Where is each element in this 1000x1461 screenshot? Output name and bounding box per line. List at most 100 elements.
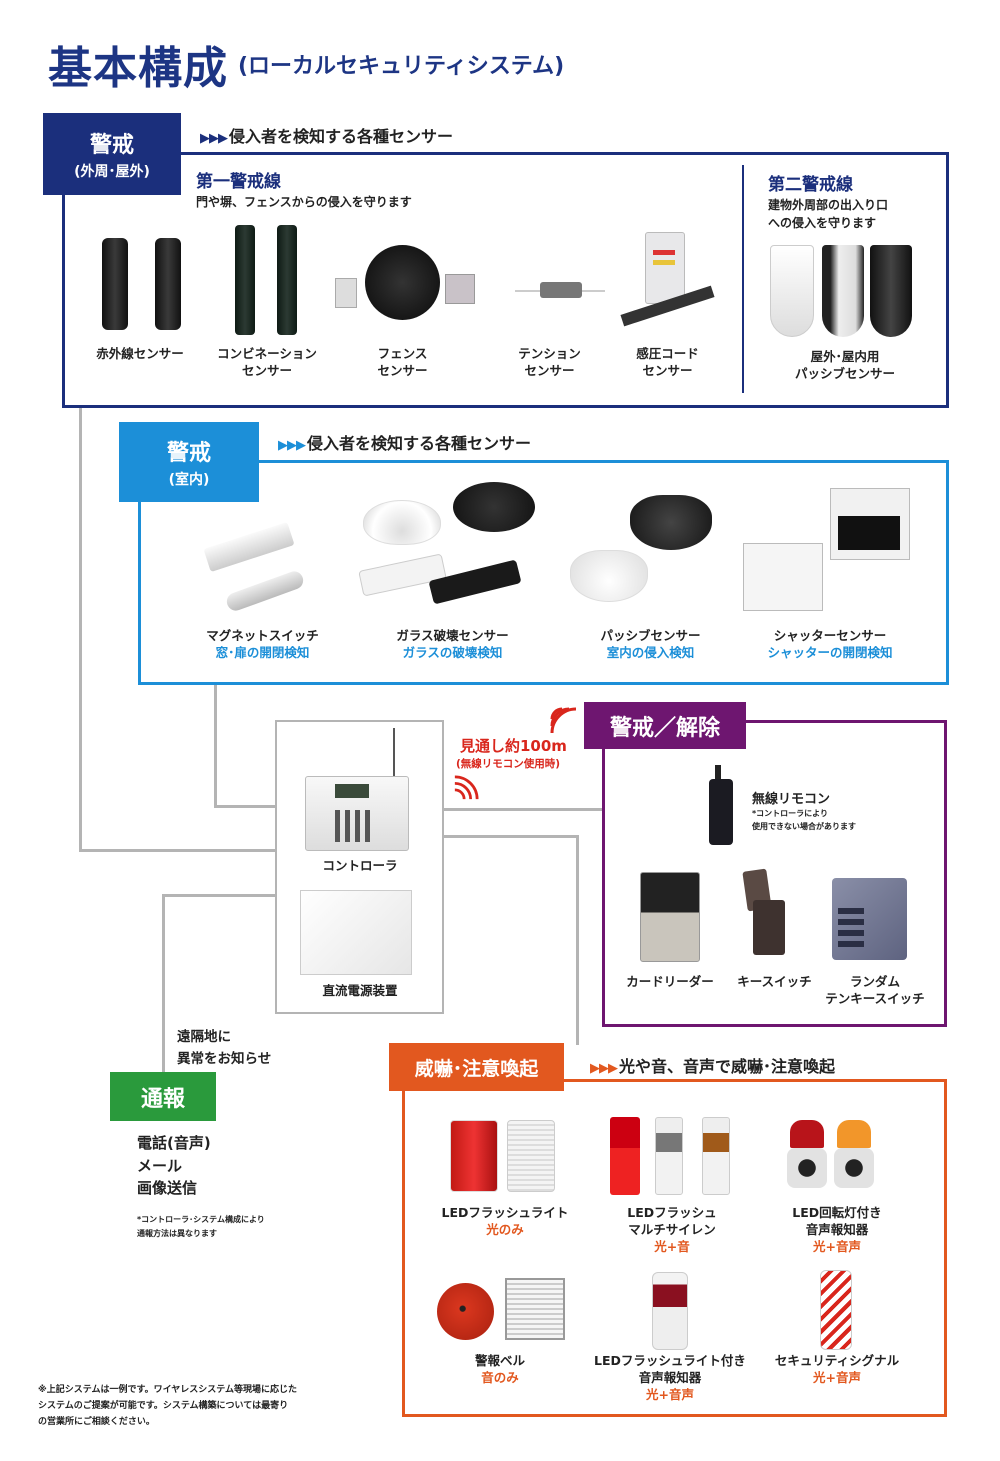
pressure-cord-sensor-image xyxy=(620,232,715,327)
wireless-signal-icon xyxy=(454,775,479,800)
product-name: ガラス破壊センサー xyxy=(396,628,509,643)
divider xyxy=(742,165,744,393)
connector-line xyxy=(162,894,276,897)
product-desc: ガラスの破壊検知 xyxy=(402,644,503,660)
wireless-signal-icon xyxy=(550,707,577,734)
second-line-desc: 建物外周部の出入り口 への侵入を守ります xyxy=(768,198,889,230)
connector-line xyxy=(443,835,579,838)
product-desc: 光+音声 xyxy=(813,1238,861,1254)
product-desc: シャッターの開閉検知 xyxy=(767,644,893,660)
product-label: 警報ベル音のみ xyxy=(440,1353,560,1387)
product-label: パッシブセンサー室内の侵入検知 xyxy=(578,628,723,662)
product-name: セキュリティシグナル xyxy=(774,1353,900,1368)
outdoor-header: ▶▶▶侵入者を検知する各種センサー xyxy=(200,123,453,147)
product-label: LED回転灯付き 音声報知器光+音声 xyxy=(762,1205,912,1256)
alert-label: 威嚇･注意喚起 xyxy=(389,1043,564,1091)
indoor-header: ▶▶▶侵入者を検知する各種センサー xyxy=(278,430,531,454)
product-name: LEDフラッシュライト付き 音声報知器 xyxy=(594,1353,746,1385)
product-name: LEDフラッシュライト xyxy=(441,1205,569,1220)
power-supply-label: 直流電源装置 xyxy=(322,983,398,998)
wireless-remote-image xyxy=(705,765,735,853)
alert-panel xyxy=(402,1079,947,1417)
first-line-desc: 門や塀、フェンスからの侵入を守ります xyxy=(196,195,412,209)
notify-method: 電話(音声) xyxy=(137,1134,211,1152)
alert-header: ▶▶▶光や音、音声で威嚇･注意喚起 xyxy=(590,1053,835,1077)
alarm-bell-image xyxy=(437,1278,567,1348)
connector-line xyxy=(79,407,82,852)
random-keypad-image xyxy=(832,878,907,960)
notify-method: 画像送信 xyxy=(137,1179,198,1197)
indoor-arm-label: 警戒 (室内) xyxy=(119,422,259,502)
led-flashlight-image xyxy=(445,1118,565,1196)
product-label: LEDフラッシュライト光のみ xyxy=(430,1205,580,1239)
first-line-title: 第一警戒線 xyxy=(196,172,281,192)
indoor-header-text: 侵入者を検知する各種センサー xyxy=(307,434,532,453)
multi-siren-image xyxy=(610,1117,735,1199)
connector-line xyxy=(214,805,276,808)
outdoor-header-text: 侵入者を検知する各種センサー xyxy=(229,127,454,146)
product-desc: 光+音声 xyxy=(813,1369,861,1385)
product-desc: 光+音 xyxy=(654,1238,690,1254)
outdoor-label-sub: (外周･屋外) xyxy=(74,164,150,180)
second-line-title: 第二警戒線 xyxy=(768,175,853,195)
product-desc: 光+音声 xyxy=(646,1386,694,1402)
infrared-sensor-image xyxy=(100,238,190,333)
passive-sensor-image xyxy=(770,245,915,340)
product-name: 警報ベル xyxy=(474,1353,525,1368)
product-desc: 音のみ xyxy=(481,1369,519,1385)
page-subtitle: (ローカルセキュリティシステム) xyxy=(238,54,565,79)
connector-line xyxy=(214,684,217,808)
product-name: LEDフラッシュ マルチサイレン xyxy=(627,1205,717,1237)
arm-disarm-label: 警戒／解除 xyxy=(584,702,746,749)
remote-note: *コントローラにより 使用できない場合があります xyxy=(752,809,856,831)
glass-break-sensor-image xyxy=(358,482,543,612)
arrows-icon: ▶▶▶ xyxy=(278,438,306,453)
arm-disarm-label-text: 警戒／解除 xyxy=(609,715,720,741)
indoor-label-text: 警戒 xyxy=(166,441,211,466)
product-label: セキュリティシグナル光+音声 xyxy=(762,1353,912,1387)
product-label: LEDフラッシュライト付き 音声報知器光+音声 xyxy=(580,1353,760,1404)
product-name: マグネットスイッチ xyxy=(206,628,319,643)
product-desc: 窓･扉の開閉検知 xyxy=(215,644,310,660)
product-name: LED回転灯付き 音声報知器 xyxy=(792,1205,882,1237)
wireless-note: (無線リモコン使用時) xyxy=(456,758,561,770)
product-label: ランダム テンキースイッチ xyxy=(825,974,925,1006)
indoor-sensor-panel xyxy=(138,460,949,685)
flash-voice-alarm-image xyxy=(652,1272,688,1350)
product-label: カードリーダー xyxy=(626,974,714,989)
alert-header-text: 光や音、音声で威嚇･注意喚起 xyxy=(619,1057,836,1076)
product-label: コンビネーション センサー xyxy=(217,346,317,378)
outdoor-label-text: 警戒 xyxy=(89,133,134,158)
fence-sensor-image xyxy=(335,240,485,330)
combination-sensor-image xyxy=(232,225,302,335)
product-name: パッシブセンサー xyxy=(600,628,701,643)
notify-method: メール xyxy=(137,1156,183,1175)
power-supply-image xyxy=(300,890,412,975)
security-signal-image xyxy=(820,1270,852,1350)
indoor-label-sub: (室内) xyxy=(168,472,210,488)
key-switch-image xyxy=(742,868,790,960)
product-label: LEDフラッシュ マルチサイレン光+音 xyxy=(597,1205,747,1256)
footnote: ※上記システムは一例です。ワイヤレスシステム等現場に応じた システムのご提案が可… xyxy=(38,1385,298,1427)
connector-line xyxy=(79,849,276,852)
wireless-range: 見通し約100m xyxy=(460,737,567,755)
product-label: 感圧コード センサー xyxy=(636,346,699,378)
product-label: 屋外･屋内用 パッシブセンサー xyxy=(794,349,895,381)
controller-image xyxy=(305,728,413,853)
notify-label: 通報 xyxy=(110,1072,216,1121)
connector-line xyxy=(162,894,165,1072)
outdoor-sensor-panel xyxy=(62,152,949,408)
product-label: マグネットスイッチ窓･扉の開閉検知 xyxy=(190,628,335,662)
product-desc: 光のみ xyxy=(486,1221,524,1237)
arm-disarm-panel xyxy=(602,720,947,1027)
notify-methods: 電話(音声) メール 画像送信 xyxy=(137,1132,211,1200)
arrows-icon: ▶▶▶ xyxy=(590,1061,618,1076)
remote-name: 無線リモコン xyxy=(752,792,831,807)
product-label: ガラス破壊センサーガラスの破壊検知 xyxy=(380,628,525,662)
controller-label: コントローラ xyxy=(322,858,398,873)
product-label: キースイッチ xyxy=(737,974,812,989)
rotating-light-speaker-image xyxy=(785,1120,880,1198)
shutter-sensor-image xyxy=(738,488,918,613)
notify-lead: 遠隔地に 異常をお知らせ xyxy=(177,1029,272,1067)
indoor-passive-sensor-image xyxy=(565,495,725,610)
